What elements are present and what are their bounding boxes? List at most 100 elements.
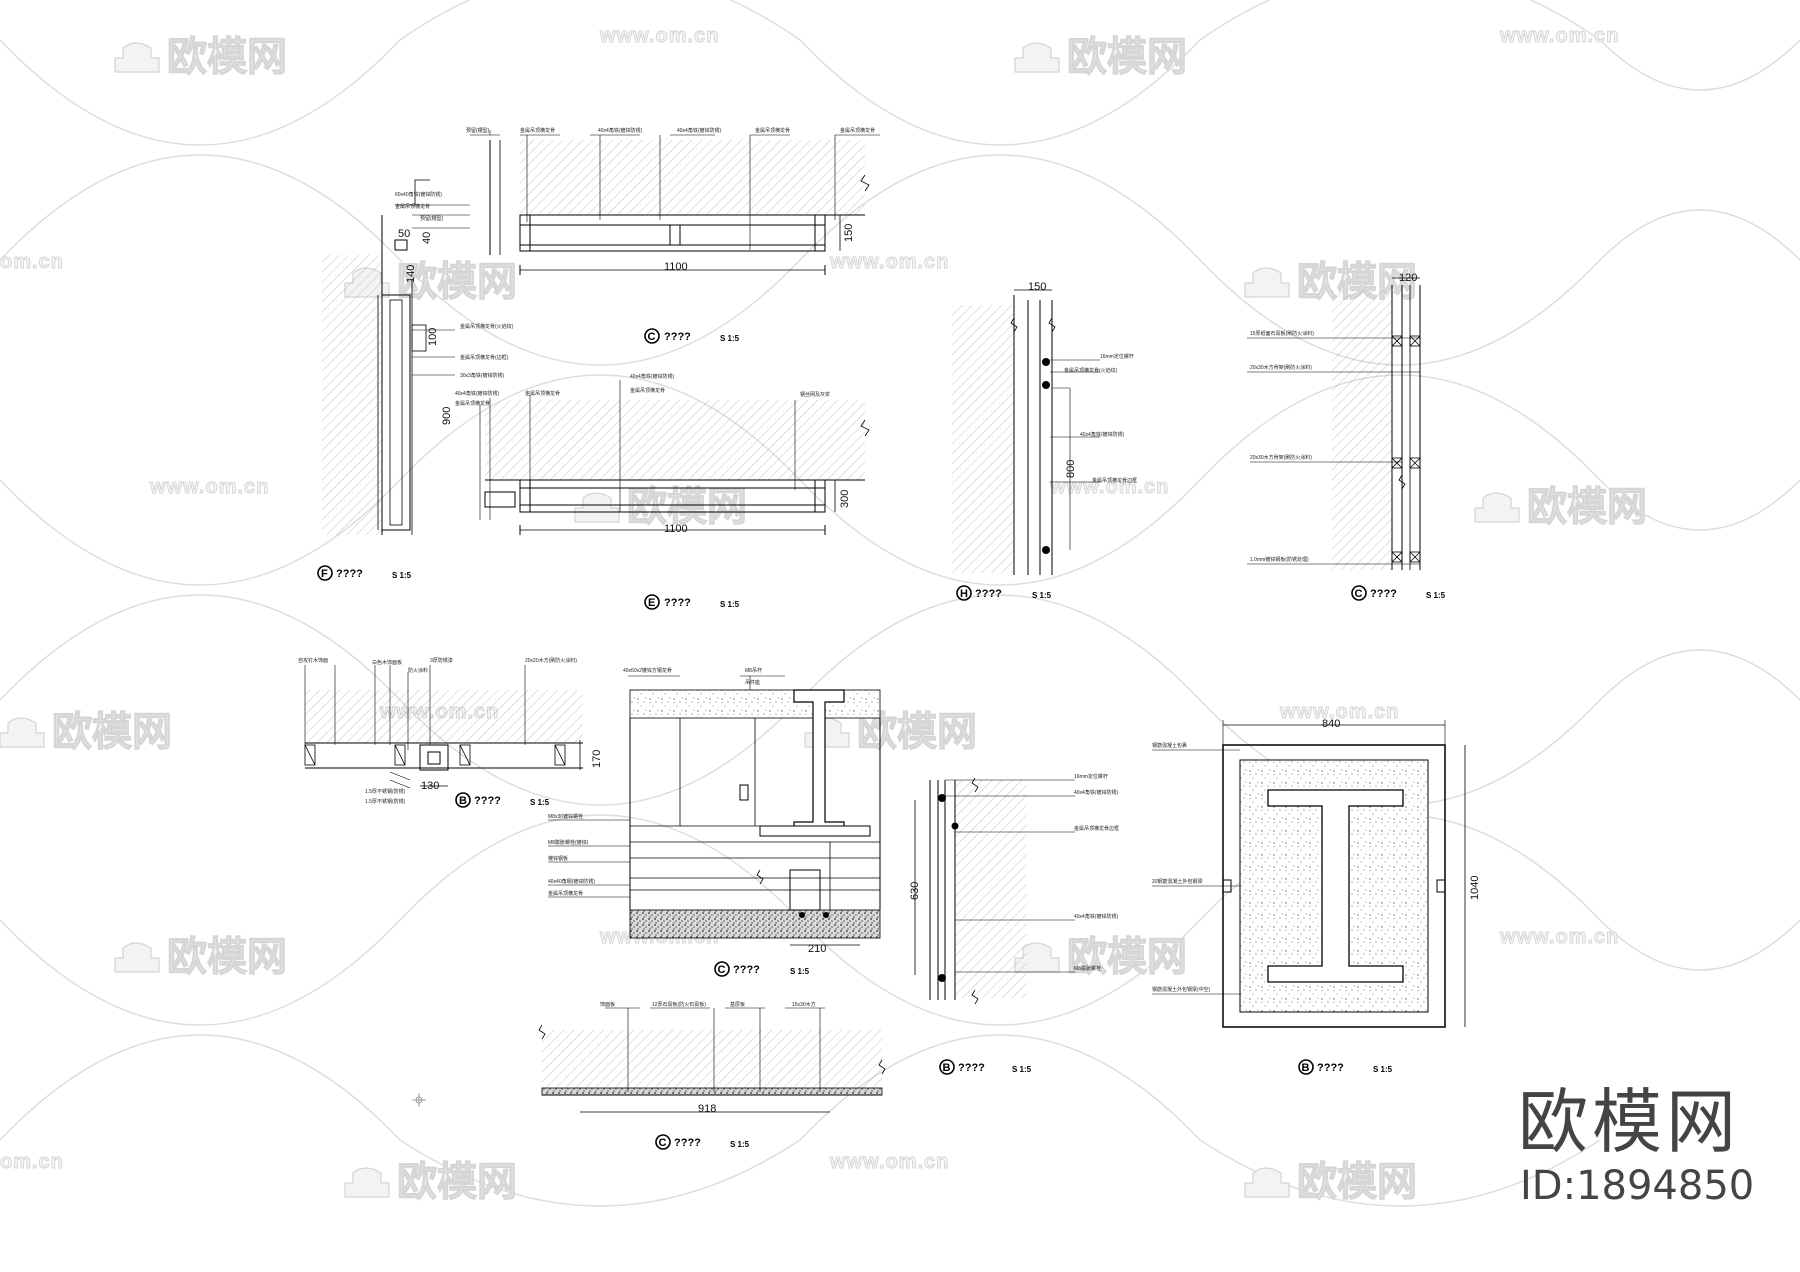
detail-caption: ???? xyxy=(1370,588,1397,600)
detail-caption: ???? xyxy=(336,568,363,580)
svg-text:40x4角铁(镀锌防锈): 40x4角铁(镀锌防锈) xyxy=(1080,431,1125,438)
sofa-logo-icon xyxy=(344,1167,390,1198)
svg-text:1.5厚不锈钢(防锈): 1.5厚不锈钢(防锈) xyxy=(365,788,406,795)
crosshair-icon xyxy=(412,1093,426,1107)
dim-height: 300 xyxy=(839,490,851,508)
watermark-brand: 欧模网 xyxy=(1474,484,1648,530)
sofa-logo-icon xyxy=(804,717,850,748)
svg-text:1.5厚不锈钢(防锈): 1.5厚不锈钢(防锈) xyxy=(365,798,406,805)
detail-label: B ???? S 1:5 xyxy=(939,1059,1032,1075)
section-marker-letter: C xyxy=(1355,588,1363,600)
detail-label: C ???? S 1:5 xyxy=(1351,585,1446,601)
svg-text:60x40角铁(镀锌防锈): 60x40角铁(镀锌防锈) xyxy=(395,191,442,198)
watermark-url: www.om.cn xyxy=(149,476,269,498)
section-marker-circle xyxy=(644,594,660,610)
watermark-url: www.om.cn xyxy=(1279,701,1399,723)
svg-text:40x4角铁(镀锌防锈): 40x4角铁(镀锌防锈) xyxy=(630,373,675,380)
dim-width: 1100 xyxy=(664,261,688,273)
svg-text:12厚石膏板(防火石膏板): 12厚石膏板(防火石膏板) xyxy=(652,1001,706,1008)
watermark-brand: 欧模网 xyxy=(574,484,748,530)
svg-text:钢筋混凝土包裹: 钢筋混凝土包裹 xyxy=(1152,742,1187,749)
sofa-logo-icon xyxy=(0,717,45,748)
slab-bottom xyxy=(629,909,881,939)
detail-scale: S 1:5 xyxy=(1426,591,1446,600)
dim-height: 630 xyxy=(909,882,921,900)
section-marker-circle xyxy=(655,1134,671,1150)
section-marker-letter: B xyxy=(943,1062,951,1074)
svg-text:基层板: 基层板 xyxy=(730,1001,745,1008)
detail-scale: S 1:5 xyxy=(392,571,412,580)
wall-hatch xyxy=(955,780,1027,998)
watermark-url: www.om.cn xyxy=(829,251,949,273)
section-marker-circle xyxy=(1298,1059,1314,1075)
detail-caption: ???? xyxy=(664,597,691,609)
svg-text:金属吊顶横龙骨: 金属吊顶横龙骨 xyxy=(525,390,560,397)
wall-hatch xyxy=(952,305,1014,573)
svg-text:15x30木方: 15x30木方 xyxy=(792,1001,816,1008)
sofa-logo-icon xyxy=(1244,267,1290,298)
watermark-brand: 欧模网 xyxy=(1014,34,1188,80)
detail-caption: ???? xyxy=(674,1137,701,1149)
sofa-logo-icon xyxy=(574,492,620,523)
svg-text:M8膨胀螺栓(镀锌): M8膨胀螺栓(镀锌) xyxy=(548,839,589,846)
detail-label: B ???? S 1:5 xyxy=(1298,1059,1393,1075)
svg-text:金属吊顶横龙骨: 金属吊顶横龙骨 xyxy=(755,127,790,134)
watermark-arcs xyxy=(0,0,1800,1207)
detail-scale: S 1:5 xyxy=(730,1140,750,1149)
svg-text:吊件座: 吊件座 xyxy=(745,679,760,686)
svg-text:M8x30镀锌螺栓: M8x30镀锌螺栓 xyxy=(548,813,583,820)
dim-a: 50 xyxy=(398,228,410,240)
section-marker-circle xyxy=(714,961,730,977)
watermark-brand: 欧模网 xyxy=(1014,934,1188,980)
svg-text:饰面板: 饰面板 xyxy=(600,1001,615,1008)
detail-caption: ???? xyxy=(958,1062,985,1074)
svg-text:3厚防锈漆: 3厚防锈漆 xyxy=(430,657,453,664)
svg-text:自攻钉木饰面: 自攻钉木饰面 xyxy=(298,657,328,664)
detail-caption: ???? xyxy=(1317,1062,1344,1074)
sofa-logo-icon xyxy=(1474,492,1520,523)
svg-text:M8膨胀螺栓: M8膨胀螺栓 xyxy=(1074,965,1101,972)
svg-text:16mm定位螺杆: 16mm定位螺杆 xyxy=(1074,773,1108,780)
watermark-brand-text: 欧模网 xyxy=(397,1160,517,1204)
svg-text:40x60x2镀锌方钢龙骨: 40x60x2镀锌方钢龙骨 xyxy=(623,667,672,674)
svg-text:钢筋混凝土外包钢梁(中空): 钢筋混凝土外包钢梁(中空) xyxy=(1152,986,1211,993)
detail-c-right: 15厚纸面石膏板(刷防火涂料)20x30木方骨架(刷防火涂料) 20x30木方骨… xyxy=(1247,272,1446,601)
detail-label: E ???? S 1:5 xyxy=(644,594,740,610)
wall-hatch xyxy=(542,1030,882,1088)
detail-scale: S 1:5 xyxy=(530,798,550,807)
svg-text:40x4角铁(镀锌防锈): 40x4角铁(镀锌防锈) xyxy=(677,127,722,134)
watermark-brand-text: 欧模网 xyxy=(167,35,287,79)
wall-hatch xyxy=(322,255,382,535)
dim-width: 918 xyxy=(698,1103,716,1115)
svg-text:40x4角铁(镀锌防锈): 40x4角铁(镀锌防锈) xyxy=(1074,913,1119,920)
detail-scale: S 1:5 xyxy=(720,600,740,609)
detail-label: B ???? S 1:5 xyxy=(455,792,550,808)
svg-text:白色木饰面板: 白色木饰面板 xyxy=(372,659,402,666)
section-marker-letter: C xyxy=(659,1137,667,1149)
detail-label: C ???? S 1:5 xyxy=(644,328,740,344)
section-marker-letter: E xyxy=(648,597,655,609)
detail-scale: S 1:5 xyxy=(1012,1065,1032,1074)
watermark-brand-text: 欧模网 xyxy=(52,710,172,754)
section-marker-circle xyxy=(644,328,660,344)
detail-label: C ???? S 1:5 xyxy=(714,961,810,977)
svg-text:金属吊顶横龙骨: 金属吊顶横龙骨 xyxy=(840,127,875,134)
dim-width: 1100 xyxy=(664,523,688,535)
svg-text:预留(槽型): 预留(槽型) xyxy=(466,127,490,134)
svg-text:金属吊顶横龙骨边框: 金属吊顶横龙骨边框 xyxy=(1074,825,1119,832)
dim-height: 1040 xyxy=(1469,876,1481,900)
svg-text:20x30木方骨架(刷防火涂料): 20x30木方骨架(刷防火涂料) xyxy=(1250,364,1312,371)
section-marker-letter: C xyxy=(718,964,726,976)
detail-caption: ???? xyxy=(664,331,691,343)
watermark-brand-text: 欧模网 xyxy=(627,485,747,529)
h-beam-section xyxy=(1267,789,1404,983)
svg-text:1.0mm镀锌钢板(防锈处理): 1.0mm镀锌钢板(防锈处理) xyxy=(1250,556,1309,563)
svg-text:20x30木方骨架(刷防火涂料): 20x30木方骨架(刷防火涂料) xyxy=(1250,454,1312,461)
watermark-url: om.cn xyxy=(0,251,64,273)
sofa-logo-icon xyxy=(1244,1167,1290,1198)
dim-width: 130 xyxy=(421,780,439,792)
detail-label: H ???? S 1:5 xyxy=(956,585,1052,601)
svg-text:金属吊顶横龙骨: 金属吊顶横龙骨 xyxy=(548,890,583,897)
watermark-brand-text: 欧模网 xyxy=(1527,485,1647,529)
